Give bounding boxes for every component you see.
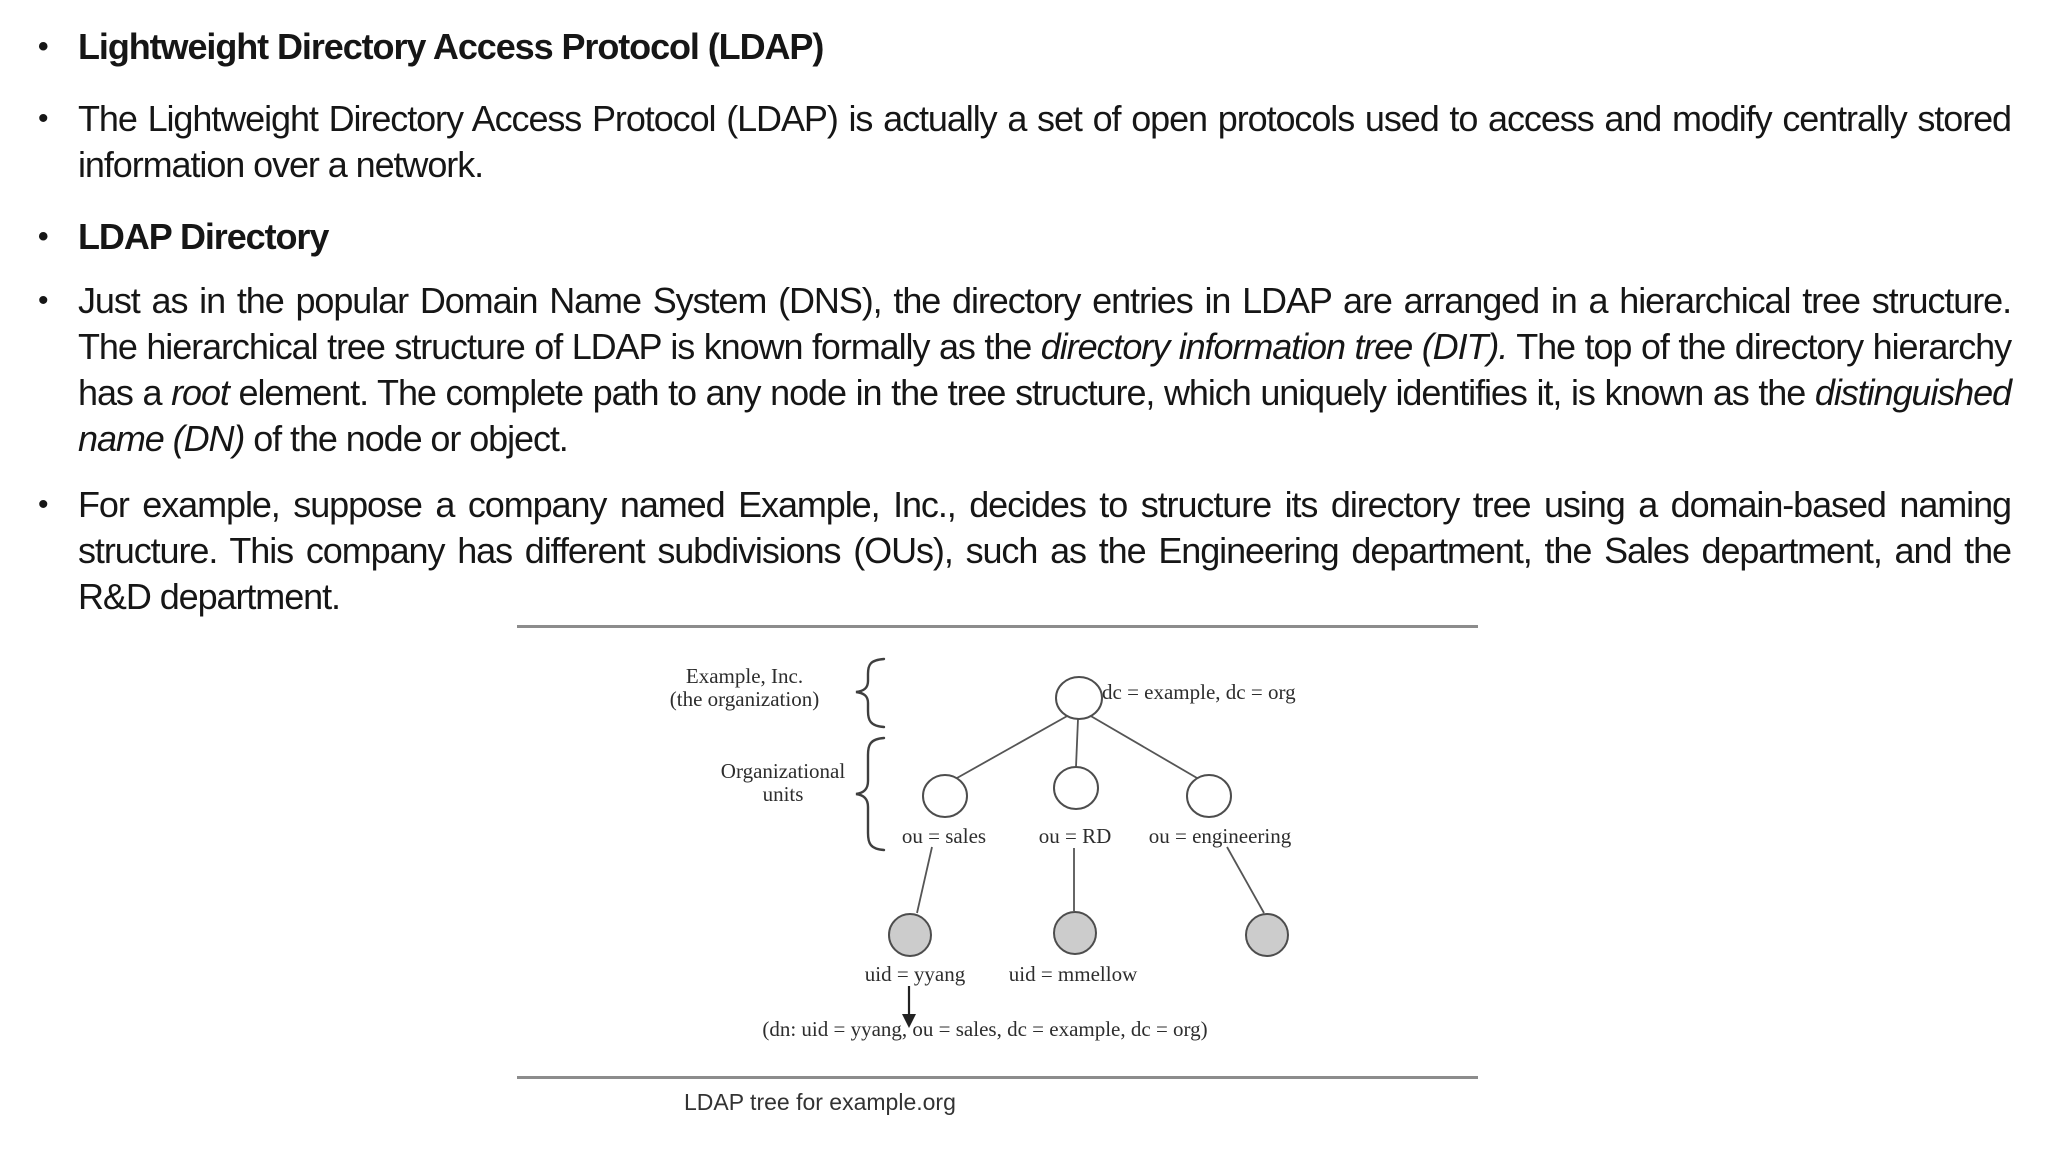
bullet-item-ldap-directory-heading: • LDAP Directory	[36, 214, 2011, 260]
leaf-node-circle-mmellow	[1053, 911, 1097, 955]
down-arrow-head-icon	[902, 1014, 916, 1028]
uid-mmellow-label: uid = mmellow	[1008, 962, 1138, 986]
bullet-text: Just as in the popular Domain Name Syste…	[78, 280, 2012, 367]
dn-label: (dn: uid = yyang, ou = sales, dc = examp…	[762, 1017, 1208, 1041]
bullet-text: of the node or object.	[244, 418, 569, 459]
org-brace-icon	[855, 657, 886, 729]
uid-yyang-label: uid = yyang	[864, 962, 966, 986]
bullet-item-example-paragraph: • For example, suppose a company named E…	[36, 482, 2012, 620]
italic-term-dit: directory information tree (DIT).	[1040, 326, 1509, 367]
leaf-node-circle-yyang	[888, 913, 932, 957]
ou-sales-label: ou = sales	[901, 824, 987, 848]
bullet-marker: •	[38, 284, 49, 317]
tree-edge-root-rd	[1075, 718, 1079, 768]
bullet-marker: •	[38, 102, 49, 135]
units-label-line1: Organizational	[720, 759, 846, 783]
root-node-label: dc = example, dc = org	[1102, 680, 1296, 704]
ou-sales-node-circle	[922, 774, 968, 818]
bullet-marker: •	[38, 488, 49, 521]
bullet-item-ldap-heading: • Lightweight Directory Access Protocol …	[36, 24, 2011, 70]
units-label: Organizational units	[673, 760, 893, 806]
leaf-node-circle-unlabeled	[1245, 913, 1289, 957]
units-brace-icon	[855, 736, 886, 852]
bullet-text: The Lightweight Directory Access Protoco…	[78, 98, 2012, 185]
figure-bottom-rule	[517, 1076, 1478, 1079]
org-label: Example, Inc. (the organization)	[637, 665, 852, 711]
units-label-line2: units	[762, 782, 804, 806]
tree-edge-sales-yyang	[916, 846, 933, 914]
ou-rd-label: ou = RD	[1038, 824, 1112, 848]
tree-edge-engineering-leaf	[1226, 846, 1265, 914]
ldap-tree-figure: Example, Inc. (the organization) Organiz…	[517, 618, 1478, 1138]
bullet-item-ldap-description: • The Lightweight Directory Access Proto…	[36, 96, 2012, 188]
figure-top-rule	[517, 625, 1478, 628]
tree-edge-root-engineering	[1088, 714, 1198, 779]
figure-caption: LDAP tree for example.org	[684, 1089, 956, 1115]
org-label-line2: (the organization)	[669, 687, 820, 711]
tree-edge-root-sales	[956, 714, 1070, 779]
org-label-line1: Example, Inc.	[685, 664, 804, 688]
ldap-tree-svg	[855, 657, 1289, 1028]
ou-engineering-label: ou = engineering	[1148, 824, 1292, 848]
bullet-text: Lightweight Directory Access Protocol (L…	[78, 26, 824, 67]
bullet-text: LDAP Directory	[78, 216, 329, 257]
bullet-marker: •	[38, 30, 49, 63]
root-node-circle	[1055, 676, 1103, 720]
bullet-marker: •	[38, 220, 49, 253]
bullet-list: • Lightweight Directory Access Protocol …	[36, 24, 2012, 646]
ou-rd-node-circle	[1053, 766, 1099, 810]
italic-term-dn: distinguished name (DN)	[78, 372, 2012, 459]
italic-term-root: root	[171, 372, 230, 413]
bullet-item-dit-paragraph: • Just as in the popular Domain Name Sys…	[36, 278, 2012, 462]
bullet-text: The top of the directory hierarchy has a	[78, 326, 2012, 413]
bullet-text: For example, suppose a company named Exa…	[78, 484, 2012, 617]
bullet-text: element. The complete path to any node i…	[228, 372, 1815, 413]
ou-engineering-node-circle	[1186, 774, 1232, 818]
